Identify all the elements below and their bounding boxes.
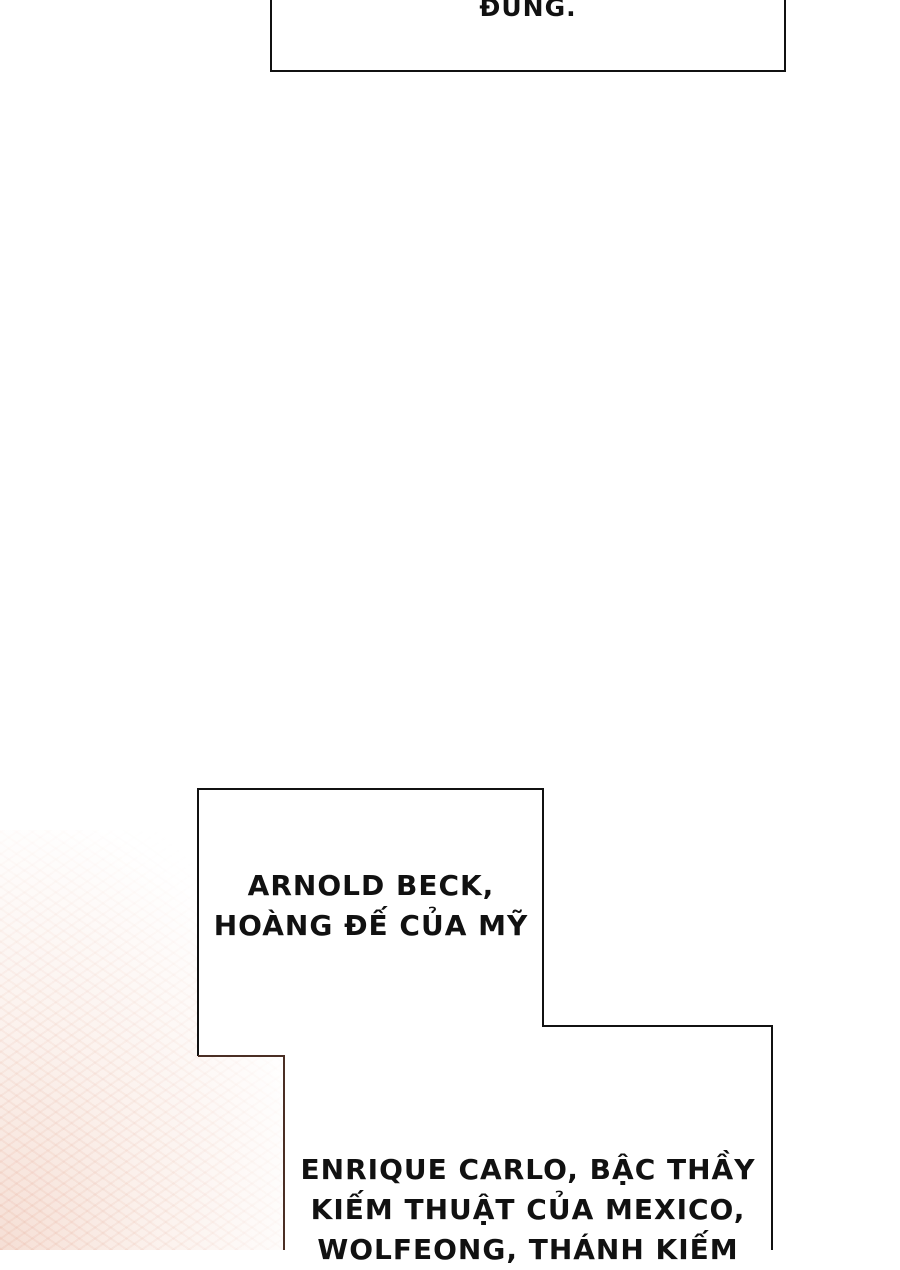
caption-line: HOÀNG ĐẾ CỦA MỸ: [213, 909, 529, 942]
caption-text-arnold: ARNOLD BECK, HOÀNG ĐẾ CỦA MỸ: [198, 866, 544, 946]
caption-box-top: ĐUNG.: [270, 0, 786, 72]
caption-line: WOLFEONG, THÁNH KIẾM: [317, 1233, 739, 1266]
caption-line: KIẾM THUẬT CỦA MEXICO,: [310, 1193, 746, 1226]
caption-text-top: ĐUNG.: [479, 0, 577, 22]
caption-text-enrique: ENRIQUE CARLO, BẬC THẦY KIẾM THUẬT CỦA M…: [284, 1150, 772, 1270]
caption-line: ARNOLD BECK,: [247, 869, 495, 902]
caption-line: ENRIQUE CARLO, BẬC THẦY: [300, 1153, 756, 1186]
